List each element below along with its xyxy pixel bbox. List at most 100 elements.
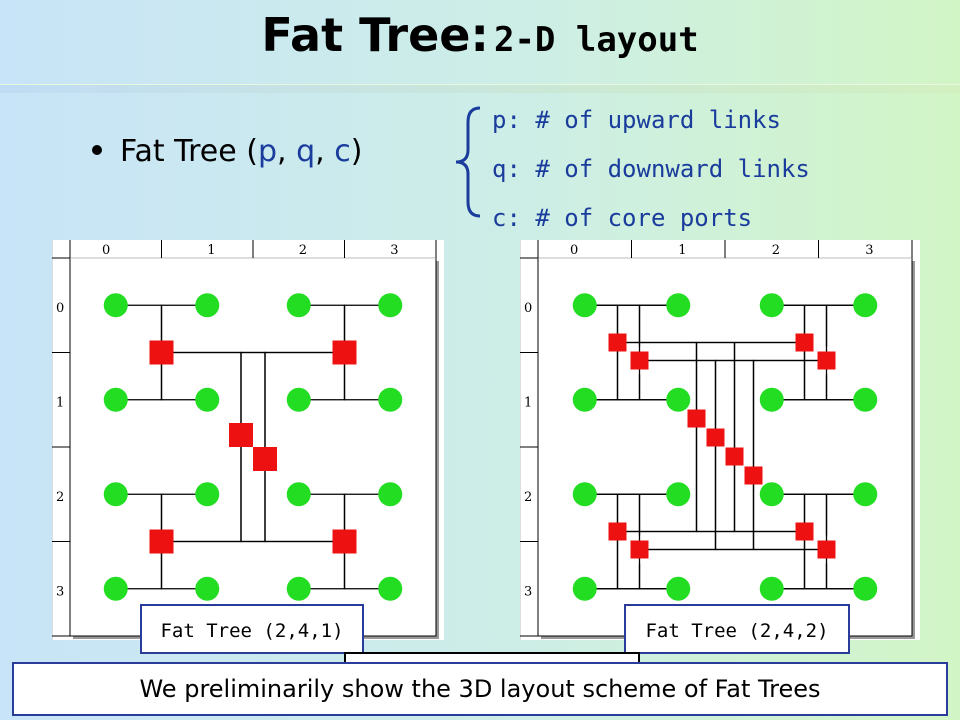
wires [586, 304, 860, 590]
edge-switch [630, 540, 649, 559]
leaf-node [666, 293, 691, 318]
caption-fat-tree-2-4-2: Fat Tree (2,4,2) [624, 604, 850, 654]
wire [264, 351, 345, 455]
wire [638, 304, 669, 347]
core-switch [744, 466, 763, 485]
row-label: 2 [524, 490, 532, 505]
wire [733, 460, 808, 533]
leaf-node [103, 387, 128, 412]
leaf-node [759, 293, 784, 318]
leaf-node [759, 482, 784, 507]
leaf-node [195, 293, 220, 318]
leaf-node [759, 576, 784, 601]
bullet-dot-icon [92, 144, 102, 155]
edge-switch [817, 540, 836, 559]
leaf-node [853, 293, 878, 318]
grid-frame [537, 257, 913, 637]
caption-fat-tree-2-4-1: Fat Tree (2,4,1) [140, 604, 364, 654]
bullet-sep: , [315, 134, 335, 169]
row-label: 3 [56, 585, 64, 600]
leaf-node [853, 482, 878, 507]
wire [733, 341, 808, 453]
parameter-definitions: p: # of upward links q: # of downward li… [492, 96, 810, 243]
wire [752, 479, 833, 551]
edge-switch [149, 340, 174, 365]
col-label: 2 [772, 243, 780, 258]
leaf-node [853, 387, 878, 412]
edge-switch [795, 522, 814, 541]
bullet-fat-tree: Fat Tree (p, q, c) [92, 134, 362, 169]
bullet-sep: , [276, 134, 297, 169]
definition-p: p: # of upward links [492, 106, 781, 134]
leaf-node [572, 576, 597, 601]
leaf-node [759, 387, 784, 412]
edge-switch [332, 529, 357, 554]
col-label: 3 [390, 243, 398, 258]
leaf-node [666, 482, 691, 507]
wire [343, 360, 385, 401]
row-label: 0 [56, 301, 64, 316]
row-label: 0 [524, 301, 532, 316]
definition-q: q: # of downward links [492, 155, 810, 183]
definition-c: c: # of core ports [492, 204, 753, 232]
col-label: 0 [570, 243, 578, 258]
footer-note: We preliminarily show the 3D layout sche… [12, 662, 948, 716]
title-divider [0, 84, 960, 93]
leaf-node [666, 387, 691, 412]
leaf-node [103, 482, 128, 507]
wire [160, 360, 202, 401]
wire [160, 304, 202, 345]
title-subtitle: 2-D layout [493, 20, 699, 60]
wire [825, 304, 856, 347]
edge-switch [608, 522, 627, 541]
leaf-node [195, 387, 220, 412]
wire [638, 493, 669, 536]
leaf-node [378, 387, 403, 412]
wire [638, 563, 669, 590]
wire [638, 374, 669, 401]
leaf-node [195, 576, 220, 601]
edge-switch [630, 351, 649, 370]
title-main: Fat Tree: [261, 8, 489, 62]
col-label: 0 [102, 243, 110, 258]
wire [264, 463, 345, 543]
wire [825, 563, 856, 590]
col-label: 3 [865, 243, 873, 258]
leaf-node [286, 576, 311, 601]
curly-brace-icon [455, 106, 481, 218]
row-label: 1 [56, 396, 64, 411]
leaf-node [572, 482, 597, 507]
core-switch [229, 423, 253, 447]
core-switch [706, 428, 725, 447]
leaf-node [572, 293, 597, 318]
param-p: p [257, 134, 277, 169]
leaf-node [378, 482, 403, 507]
bullet-suffix: ) [350, 134, 363, 169]
wire [160, 549, 202, 590]
leaf-node [666, 576, 691, 601]
wire [752, 359, 833, 472]
edge-switch [608, 333, 627, 352]
leaf-node [103, 293, 128, 318]
row-label: 1 [524, 396, 532, 411]
param-c: c [334, 134, 351, 169]
wire [343, 549, 385, 590]
wire [343, 304, 385, 345]
wire [825, 374, 856, 401]
edge-switch [332, 340, 357, 365]
slide-title: Fat Tree: 2-D layout [0, 8, 960, 62]
leaf-node [853, 576, 878, 601]
leaf-node [195, 482, 220, 507]
edge-switch [149, 529, 174, 554]
edge-switch [795, 333, 814, 352]
wire [343, 493, 385, 534]
col-label: 1 [678, 243, 686, 258]
leaf-node [378, 576, 403, 601]
core-switch [725, 447, 744, 466]
param-q: q [296, 134, 316, 169]
leaf-node [378, 293, 403, 318]
leaf-node [103, 576, 128, 601]
